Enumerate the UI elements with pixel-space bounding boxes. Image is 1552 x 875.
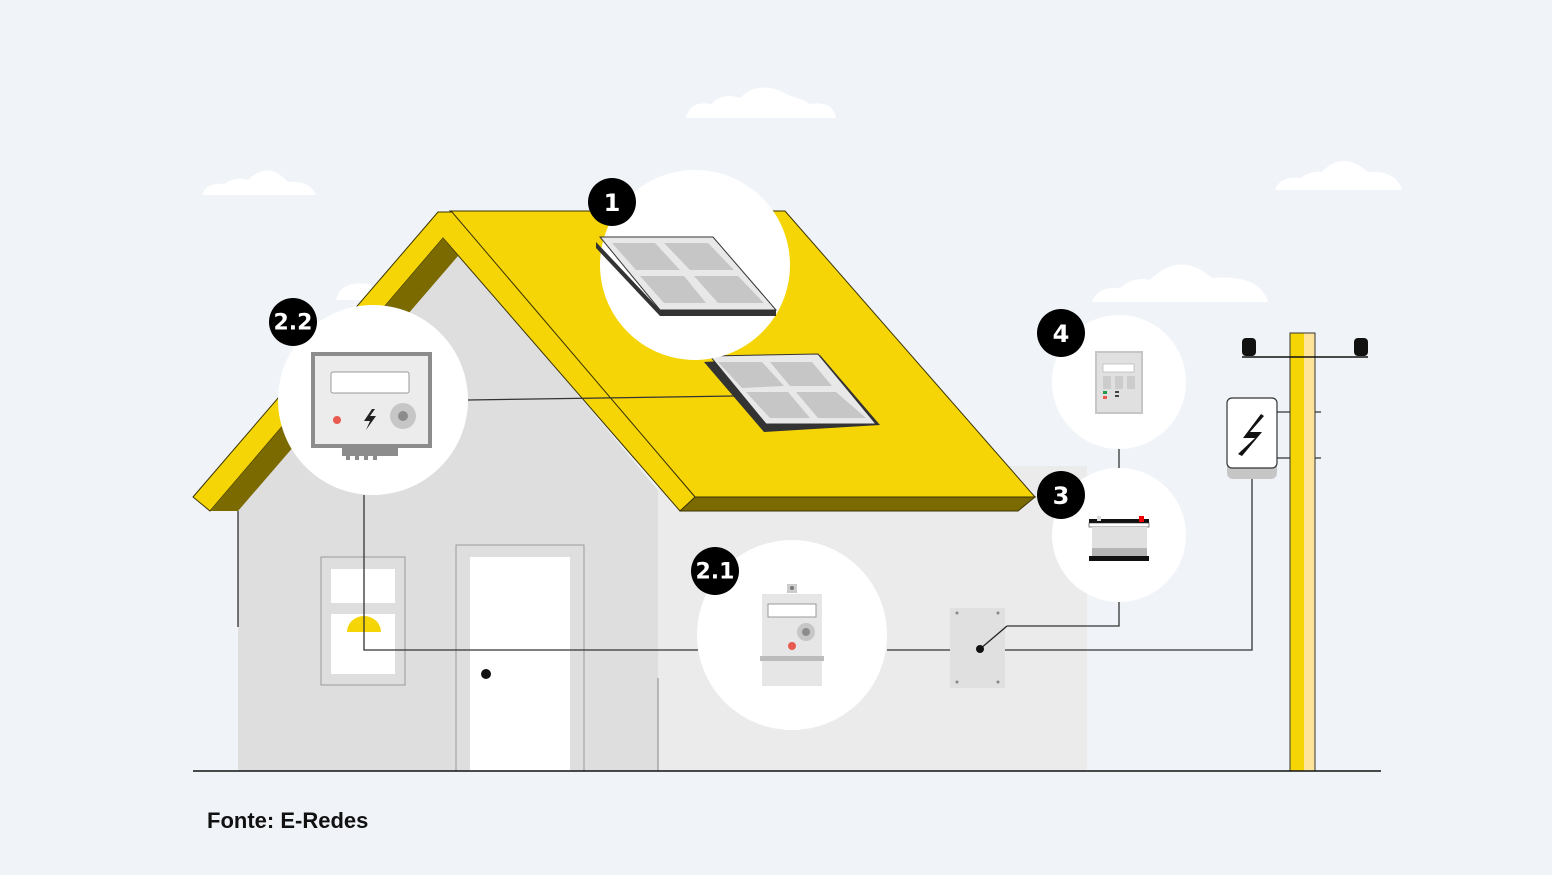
door-knob[interactable] bbox=[481, 669, 491, 679]
callout-meter-2-2[interactable] bbox=[278, 305, 468, 495]
cloud bbox=[686, 87, 836, 118]
control-panel-icon bbox=[1095, 351, 1143, 414]
house-door[interactable] bbox=[455, 544, 585, 772]
battery-icon bbox=[1088, 516, 1150, 561]
badge-label: 2.2 bbox=[274, 311, 313, 336]
badge-label: 3 bbox=[1053, 482, 1070, 510]
source-caption: Fonte: E-Redes bbox=[207, 808, 369, 833]
switch-panel bbox=[950, 608, 1008, 688]
inverter-icon bbox=[311, 352, 432, 460]
cloud bbox=[1275, 161, 1402, 190]
badge-2-2: 2.2 bbox=[269, 298, 317, 346]
electricity-meter-icon bbox=[760, 584, 824, 686]
cloud bbox=[1092, 264, 1268, 302]
roof-eave-shadow bbox=[679, 496, 1037, 512]
cloud bbox=[202, 170, 316, 195]
callout-meter-2-1[interactable] bbox=[697, 540, 887, 730]
callout-battery[interactable] bbox=[1052, 468, 1186, 602]
callout-controller[interactable] bbox=[1052, 315, 1186, 449]
grid-connection-box bbox=[1226, 397, 1278, 479]
wiring bbox=[363, 395, 1321, 651]
gable-fascia bbox=[192, 211, 696, 512]
badge-3: 3 bbox=[1037, 471, 1085, 519]
roof-solar-panel bbox=[704, 353, 880, 432]
insulator-icon bbox=[1354, 338, 1368, 356]
callout-solar-panels[interactable] bbox=[596, 170, 790, 360]
badge-4: 4 bbox=[1037, 309, 1085, 357]
solar-panel-icon bbox=[596, 236, 778, 316]
badge-label: 4 bbox=[1053, 320, 1070, 348]
badge-label: 1 bbox=[604, 189, 621, 217]
badge-label: 2.1 bbox=[696, 560, 735, 585]
insulator-icon bbox=[1242, 338, 1256, 356]
lightning-icon bbox=[1238, 414, 1264, 456]
badge-2-1: 2.1 bbox=[691, 547, 739, 595]
badge-1: 1 bbox=[588, 178, 636, 226]
